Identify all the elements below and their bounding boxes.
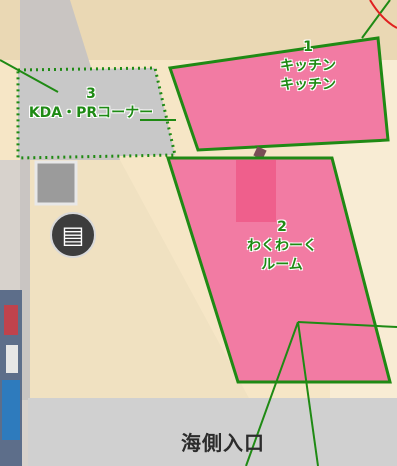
- room-1-area[interactable]: [167, 36, 390, 152]
- room-3-label: 3 KDA・PRコーナー: [6, 85, 176, 123]
- photo-figure-white: [6, 345, 18, 373]
- stairs-icon: ▤: [50, 212, 96, 258]
- leader-line-2b: [245, 321, 299, 466]
- leader-line-3: [0, 59, 59, 93]
- leader-line-1: [361, 0, 391, 39]
- photo-figure-blue: [2, 380, 20, 440]
- room-1-label: 1 キッチン キッチン: [248, 38, 368, 95]
- room-1-name-line1: キッチン: [280, 58, 336, 74]
- room-1-name-line2: キッチン: [280, 77, 336, 93]
- entrance-label: 海側入口: [181, 431, 265, 455]
- room-3-number: 3: [86, 86, 96, 102]
- room-2-name-line2: ルーム: [261, 257, 303, 273]
- connector: [253, 146, 267, 160]
- photo-figure-red: [4, 305, 18, 335]
- window-box: [34, 160, 78, 206]
- room-2-name-line1: わくわーく: [247, 238, 317, 254]
- room-3-name: KDA・PRコーナー: [28, 105, 154, 121]
- leader-line-2a: [297, 321, 397, 328]
- highlight-circle: [369, 0, 397, 29]
- leader-line-2c: [297, 321, 319, 466]
- room-2-number: 2: [277, 219, 287, 235]
- room-2-area[interactable]: [165, 156, 392, 384]
- room-2-label: 2 わくわーく ルーム: [222, 218, 342, 275]
- bottom-walkway: [28, 398, 397, 466]
- room-2-mark: [236, 160, 276, 222]
- room-1-number: 1: [303, 39, 313, 55]
